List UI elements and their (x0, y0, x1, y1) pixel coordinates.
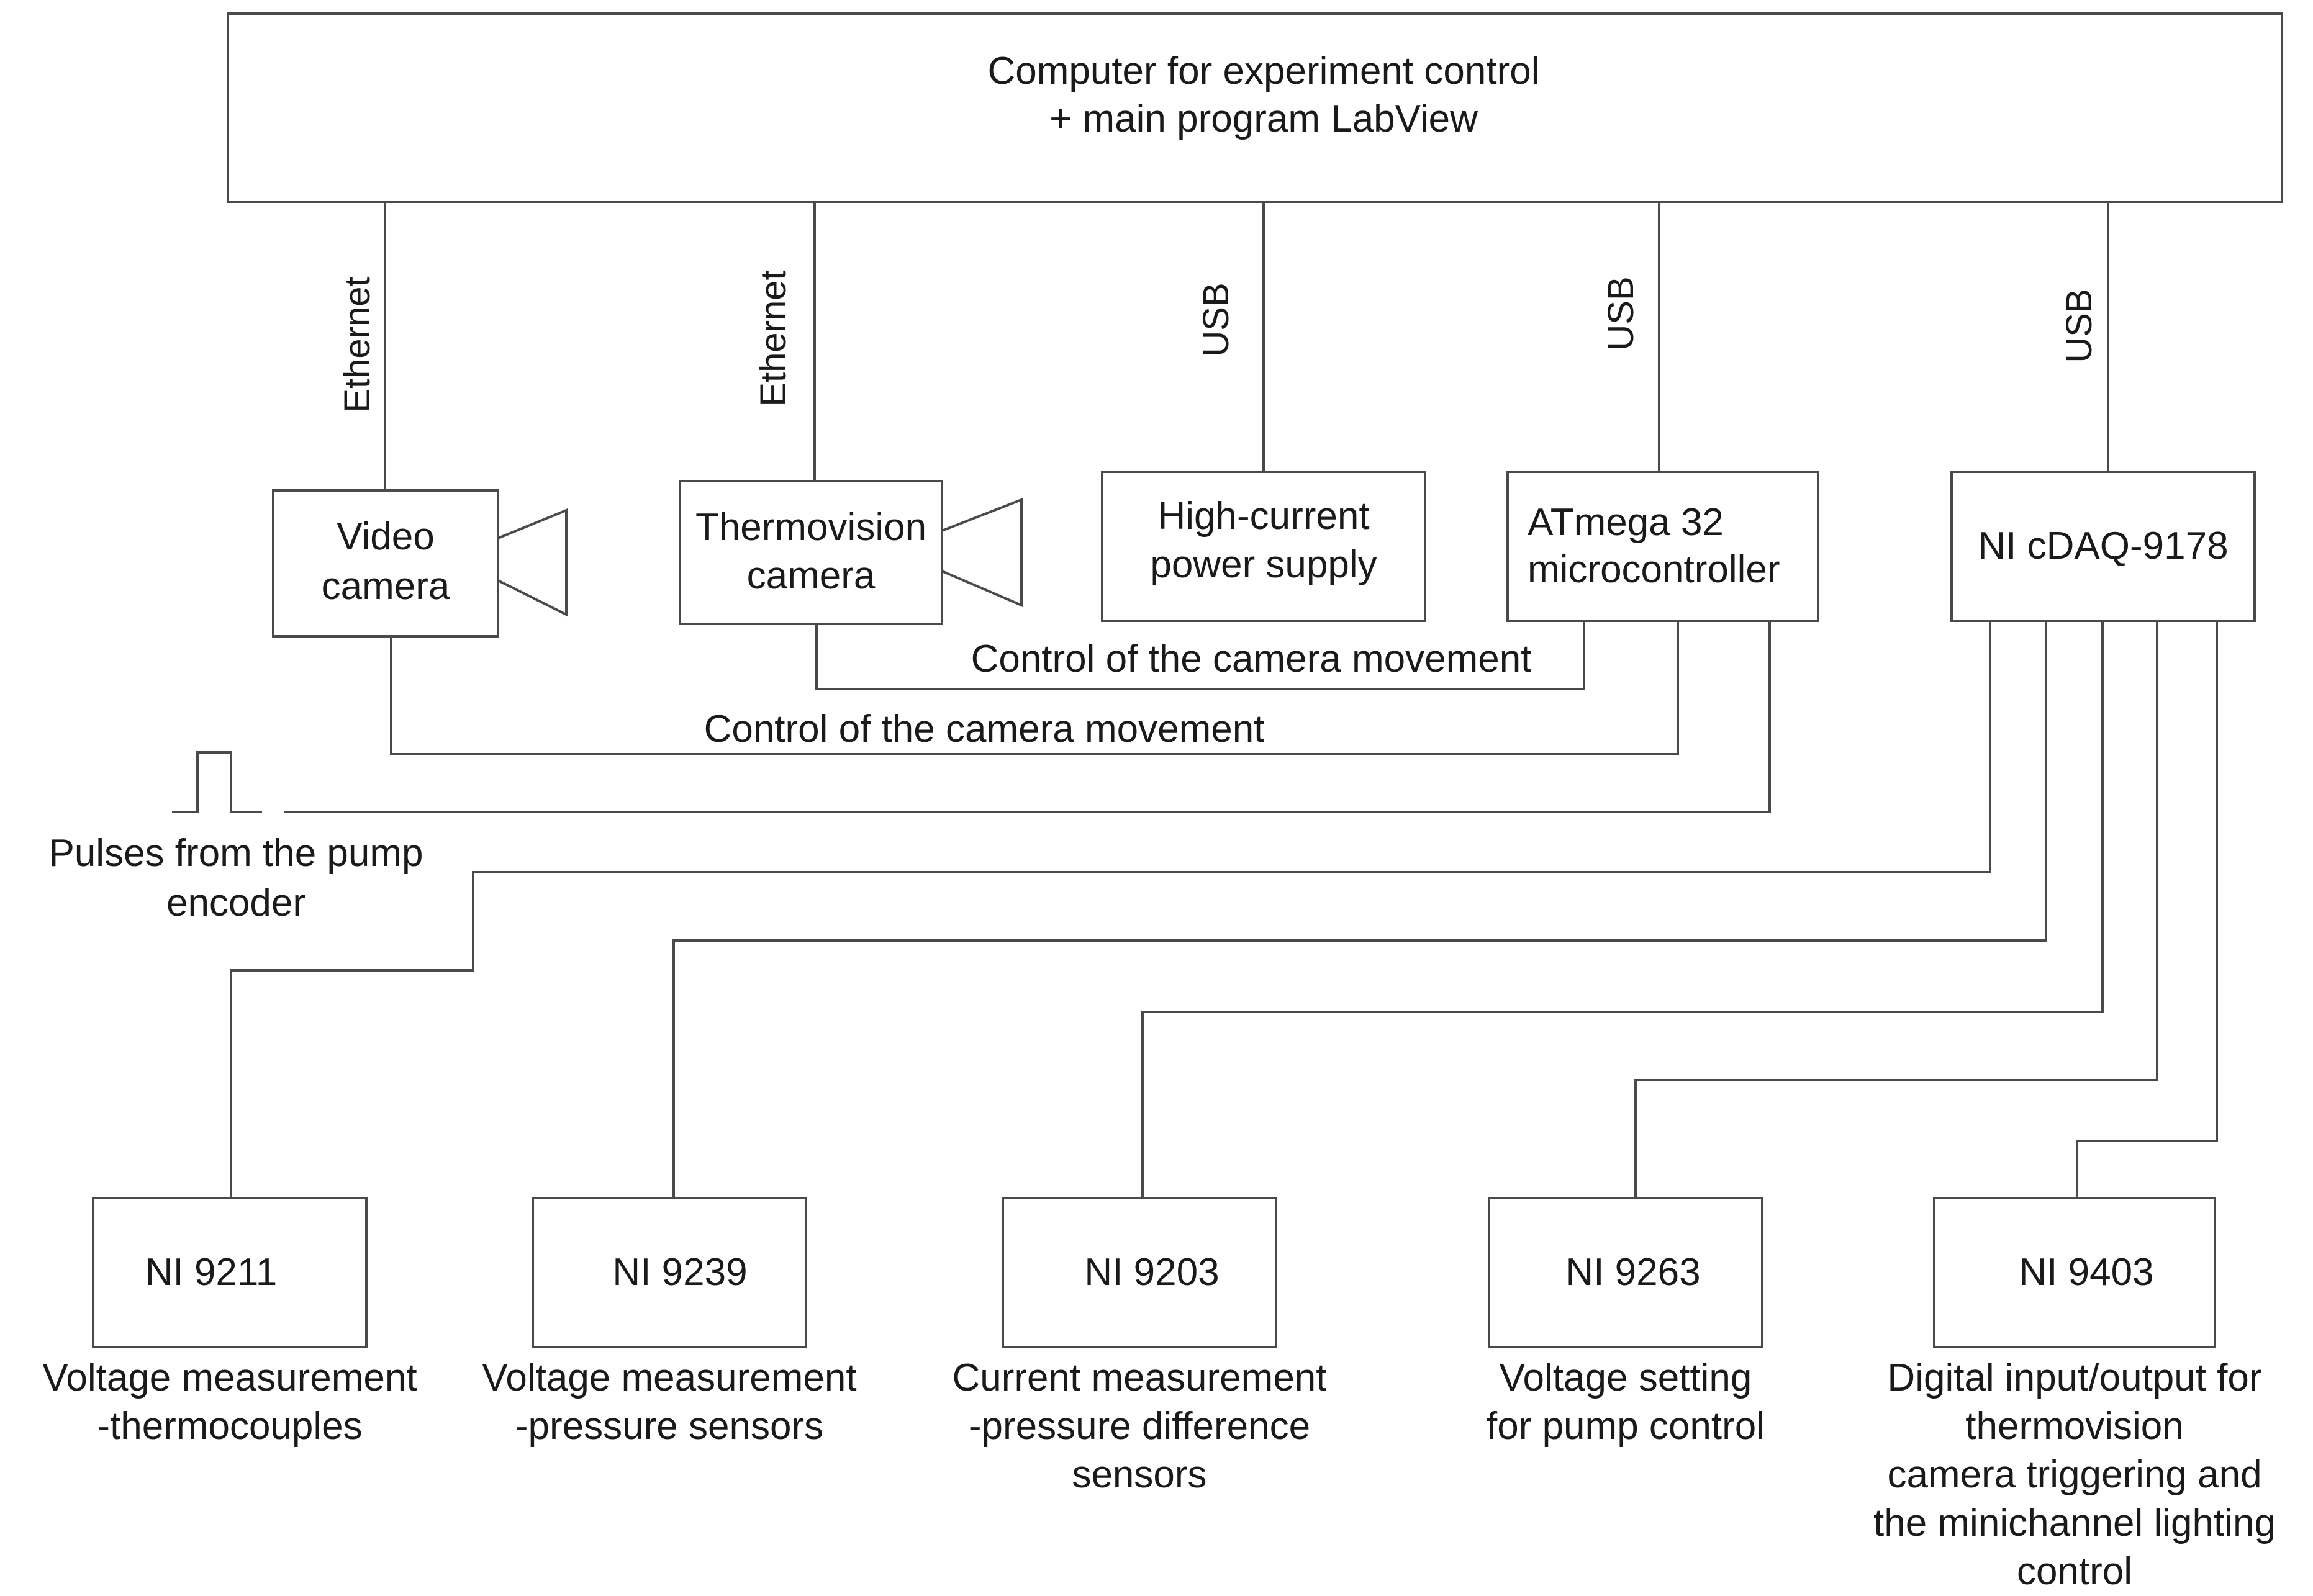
module-description-ni9403-line1: Digital input/output for (1887, 1356, 2261, 1399)
module-description-ni9203-line2: -pressure difference (969, 1405, 1310, 1448)
link-label-thermovision-camera: Ethernet (753, 270, 794, 406)
video-camera-lens-icon (497, 508, 568, 617)
wire-cdaq-ni9403 (2076, 621, 2218, 1198)
connection-wires (172, 202, 2218, 1198)
wire-control-thermovision (815, 621, 1585, 690)
module-name-ni9211: NI 9211 (145, 1251, 278, 1294)
module-description-ni9263-line1: Voltage setting (1500, 1356, 1752, 1399)
module-box-ni9211 (92, 1197, 368, 1348)
pulses-label-line1: Pulses from the pump (48, 832, 423, 875)
thermovision-camera-label-line2: camera (747, 554, 876, 597)
video-camera-label-line2: camera (322, 565, 450, 608)
thermovision-camera-lens-icon (941, 498, 1023, 608)
module-description-ni9403-line5: control (2017, 1550, 2132, 1593)
thermovision-camera-label-line1: Thermovision (695, 506, 926, 549)
computer-title-line1: Computer for experiment control (987, 50, 1539, 92)
link-label-power-supply: USB (1196, 282, 1236, 356)
pulse-waveform (172, 751, 262, 813)
module-name-ni9203: NI 9203 (1084, 1251, 1219, 1294)
power-supply-label-line2: power supply (1150, 543, 1377, 586)
video-camera-box (272, 489, 499, 638)
module-description-ni9203-line3: sensors (1072, 1453, 1206, 1496)
link-label-video-camera: Ethernet (337, 276, 378, 412)
computer-box (227, 12, 2283, 203)
control-label-video: Control of the camera movement (704, 708, 1265, 751)
power-supply-box (1101, 471, 1426, 622)
module-description-ni9263-line2: for pump control (1487, 1405, 1765, 1448)
module-description-ni9239-line2: -pressure sensors (515, 1405, 823, 1448)
wire-cdaq-ni9211 (230, 621, 1991, 1198)
module-box-ni9203 (1002, 1197, 1277, 1348)
microcontroller-label-line2: microcontroller (1528, 548, 1780, 591)
module-description-ni9403-line2: thermovision (1965, 1405, 2183, 1448)
pulses-label-line2: encoder (166, 881, 306, 924)
module-box-ni9403 (1933, 1197, 2216, 1348)
thermovision-camera-box (679, 480, 943, 625)
link-label-cdaq: USB (2059, 289, 2099, 363)
wire-pulses-encoder (284, 621, 1771, 813)
microcontroller-label-line1: ATmega 32 (1528, 501, 1724, 544)
module-description-ni9403-line3: camera triggering and (1887, 1453, 2261, 1496)
module-name-ni9263: NI 9263 (1565, 1251, 1700, 1294)
module-name-ni9239: NI 9239 (612, 1251, 747, 1294)
control-label-thermovision: Control of the camera movement (971, 638, 1532, 680)
module-name-ni9403: NI 9403 (2019, 1251, 2153, 1294)
link-label-microcontroller: USB (1601, 276, 1641, 350)
microcontroller-box (1506, 471, 1819, 622)
wire-control-video (390, 621, 1679, 755)
power-supply-label-line1: High-current (1157, 495, 1369, 538)
module-description-ni9403-line4: the minichannel lighting (1873, 1502, 2276, 1544)
cdaq-label: NI cDAQ-9178 (1978, 525, 2228, 567)
module-description-ni9211-line1: Voltage measurement (42, 1356, 417, 1399)
cdaq-box (1950, 471, 2256, 622)
wire-cdaq-ni9239 (672, 621, 2047, 1198)
computer-title-line2: + main program LabView (1049, 97, 1478, 140)
module-box-ni9263 (1488, 1197, 1763, 1348)
wire-cdaq-ni9203 (1141, 621, 2104, 1198)
wire-cdaq-ni9263 (1634, 621, 2158, 1198)
module-description-ni9239-line1: Voltage measurement (482, 1356, 856, 1399)
module-description-ni9203-line1: Current measurement (952, 1356, 1326, 1399)
module-box-ni9239 (532, 1197, 807, 1348)
video-camera-label-line1: Video (337, 515, 434, 558)
module-description-ni9211-line2: -thermocouples (97, 1405, 362, 1448)
